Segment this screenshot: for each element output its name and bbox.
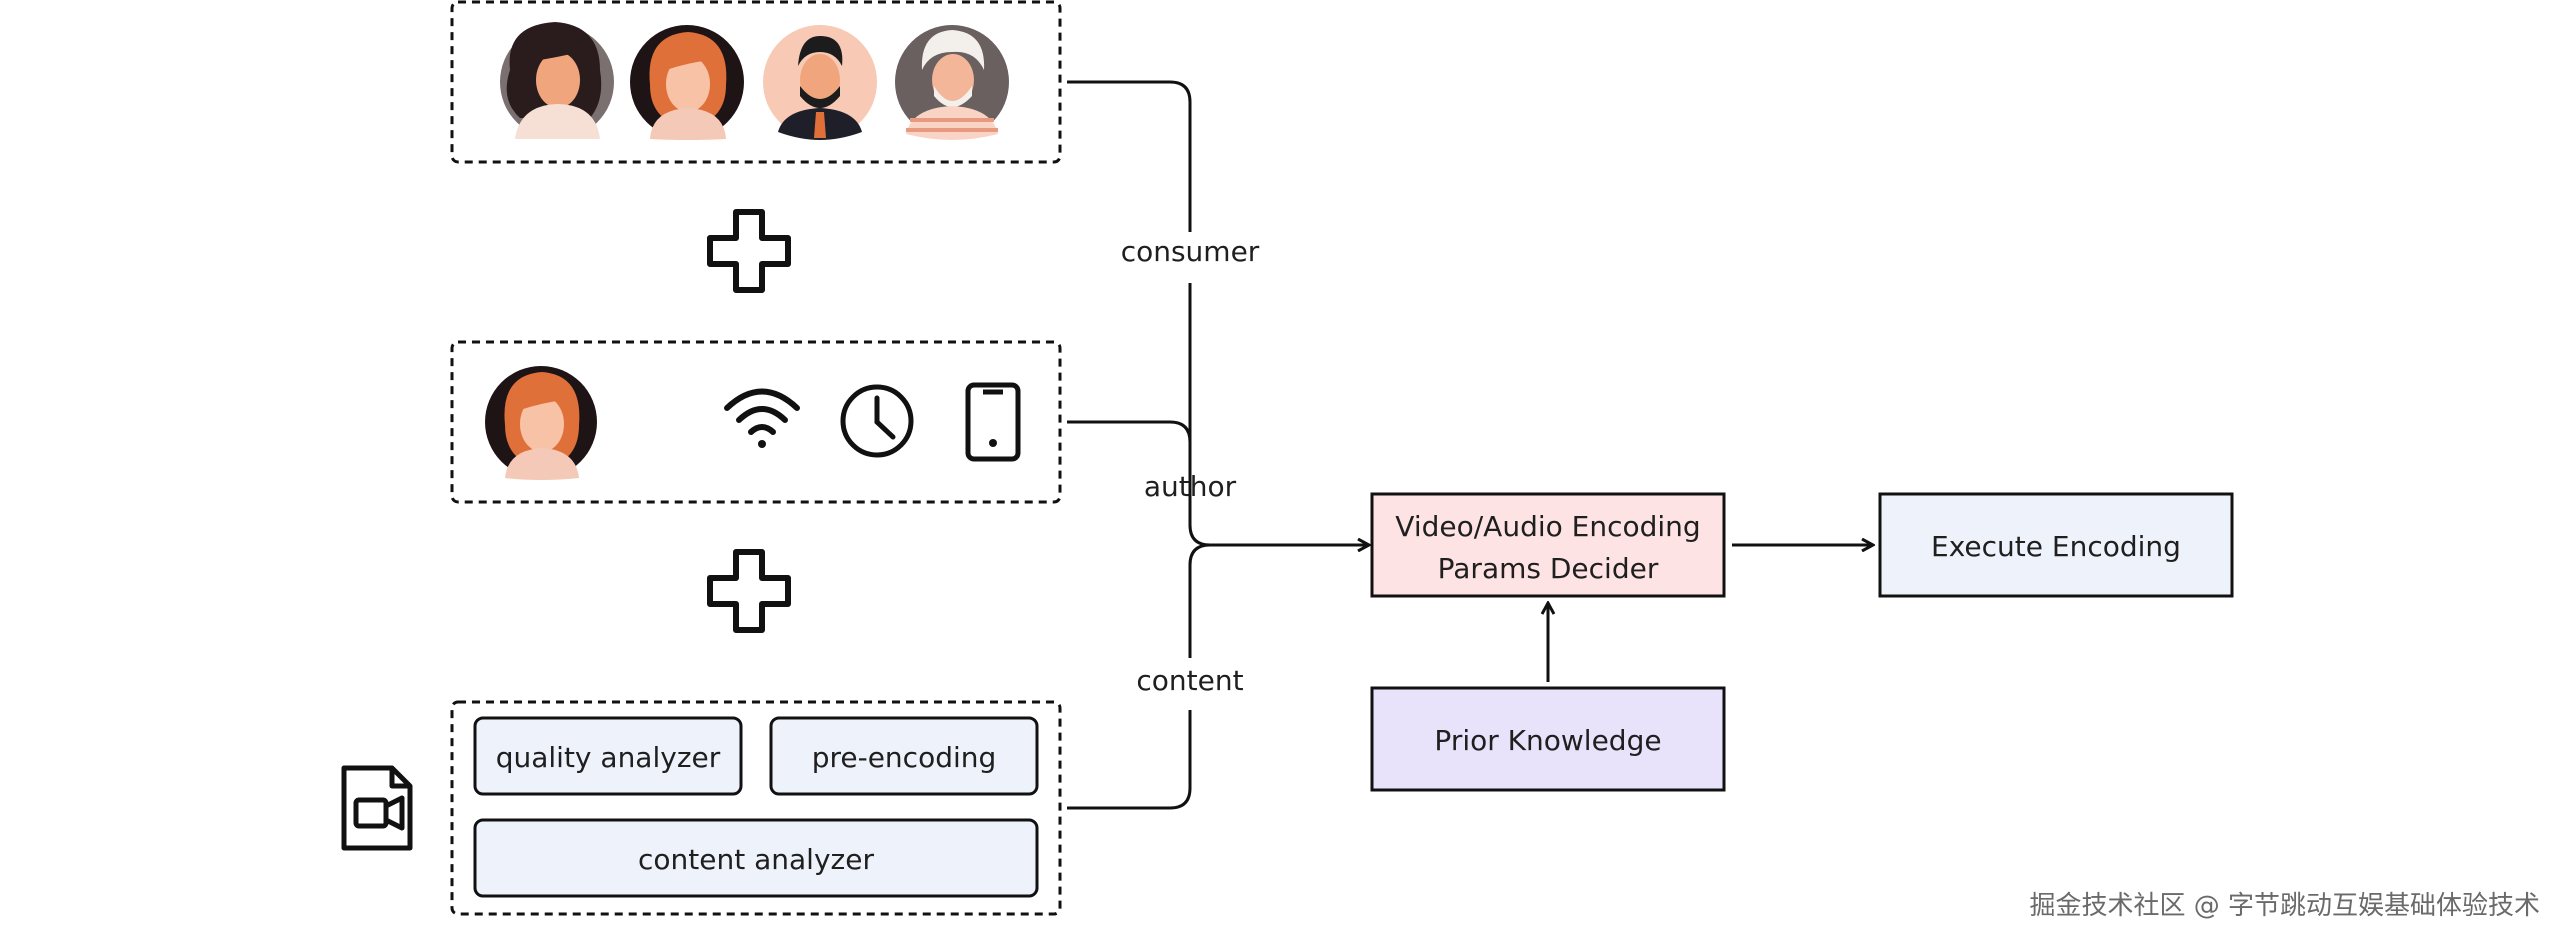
- avatar-man-beard-icon: [763, 25, 877, 140]
- pre-encoding-label: pre-encoding: [812, 741, 997, 774]
- plus-icon: [707, 549, 791, 633]
- author-label: author: [1144, 470, 1237, 503]
- clock-icon: [840, 384, 914, 458]
- plus-icon: [707, 209, 791, 293]
- merge-connector: [1067, 80, 1368, 810]
- content-group-box: [450, 700, 1062, 916]
- execute-label: Execute Encoding: [1931, 530, 2181, 563]
- prior-knowledge-box: Prior Knowledge: [1370, 686, 1726, 792]
- content-label: content: [1136, 664, 1243, 697]
- quality-analyzer-box: quality analyzer: [473, 716, 743, 796]
- video-file-icon: [341, 765, 413, 851]
- content-analyzer-label: content analyzer: [638, 843, 874, 876]
- decider-line2: Params Decider: [1438, 552, 1659, 585]
- pre-encoding-box: pre-encoding: [769, 716, 1039, 796]
- prior-label: Prior Knowledge: [1434, 724, 1661, 757]
- avatar-author-icon: [485, 366, 597, 480]
- content-analyzer-box: content analyzer: [473, 818, 1039, 898]
- watermark-text: 掘金技术社区 @ 字节跳动互娱基础体验技术: [2029, 891, 2540, 921]
- avatar-man-whitehair-icon: [895, 25, 1009, 140]
- execute-encoding-box: Execute Encoding: [1878, 492, 2234, 598]
- consumer-group-box: [450, 0, 1062, 164]
- params-decider-box: Video/Audio Encoding Params Decider: [1370, 492, 1726, 598]
- smartphone-icon: [965, 382, 1021, 462]
- quality-analyzer-label: quality analyzer: [496, 741, 721, 774]
- avatar-woman-redhair-icon: [630, 25, 744, 140]
- avatar-woman-curly-icon: [500, 22, 614, 139]
- consumer-label: consumer: [1121, 235, 1260, 268]
- wifi-icon: [724, 388, 800, 448]
- decider-line1: Video/Audio Encoding: [1395, 510, 1700, 543]
- author-group-box: [450, 340, 1062, 504]
